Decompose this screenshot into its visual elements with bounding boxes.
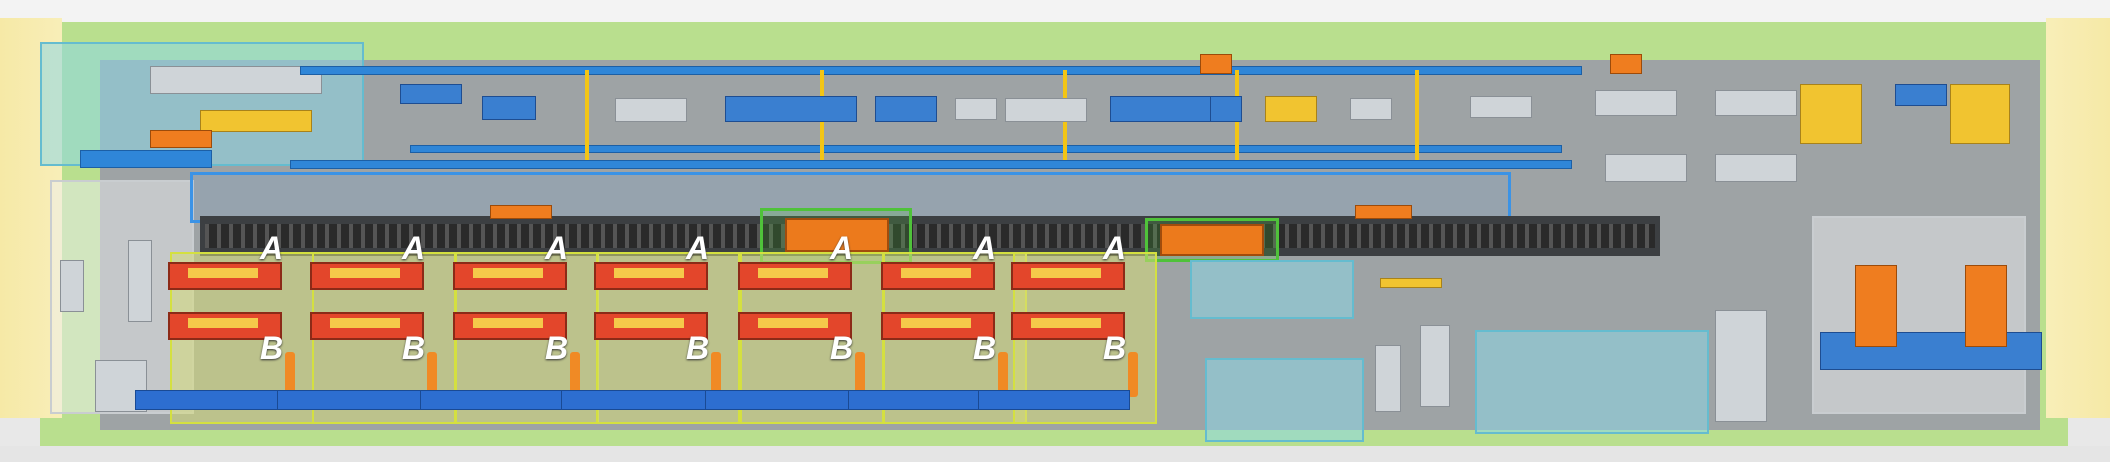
part-feeder-machine xyxy=(150,66,322,94)
welding-station xyxy=(1595,90,1677,116)
overhead-conveyor-middle xyxy=(410,145,1562,153)
fixture-machine xyxy=(1470,96,1532,118)
station-label-b: B xyxy=(686,330,710,366)
fixture-b-core xyxy=(758,318,828,328)
glass-enclosure xyxy=(1205,358,1364,442)
fixture-machine xyxy=(1420,325,1450,407)
transfer-cart xyxy=(1160,224,1264,256)
cell-base-plate xyxy=(135,390,287,410)
fixture-b-core xyxy=(188,318,258,328)
welding-robot xyxy=(998,352,1008,397)
fixture-b-core xyxy=(901,318,971,328)
fixture-machine xyxy=(1375,345,1401,412)
cell-base-plate xyxy=(705,390,857,410)
transfer-unit xyxy=(1380,278,1442,288)
fixture-machine xyxy=(1005,98,1087,122)
fixture-b xyxy=(453,312,567,340)
overhead-conveyor-upper xyxy=(300,66,1582,75)
rail-ties xyxy=(205,224,1655,248)
conveyor-machine xyxy=(1895,84,1947,106)
station-label-a: A xyxy=(686,230,710,266)
entry-conveyor xyxy=(80,150,212,168)
fixture-a xyxy=(453,262,567,290)
fixture-b xyxy=(594,312,708,340)
conveyor-machine xyxy=(400,84,462,104)
fixture-a-core xyxy=(330,268,400,278)
welding-station xyxy=(1715,154,1797,182)
station-label-b: B xyxy=(830,330,854,366)
fixture-machine xyxy=(615,98,687,122)
overhead-gantry-frame xyxy=(190,172,1511,223)
orange-cart xyxy=(150,130,212,148)
overhead-conveyor-lower xyxy=(290,160,1572,169)
support-column xyxy=(585,70,589,160)
support-column xyxy=(1415,70,1419,160)
fixture-a-core xyxy=(901,268,971,278)
control-cabinet xyxy=(128,240,152,322)
fixture-a-core xyxy=(188,268,258,278)
transfer-unit xyxy=(200,110,312,132)
station-label-a: A xyxy=(1103,230,1127,266)
cell-base-plate xyxy=(978,390,1130,410)
fixture-b xyxy=(310,312,424,340)
cell-base-plate xyxy=(420,390,572,410)
welding-robot xyxy=(1128,352,1138,397)
bottom-wall xyxy=(0,446,2110,462)
right-end-wall xyxy=(2046,18,2110,418)
glass-enclosure xyxy=(1475,330,1709,434)
station-label-a: A xyxy=(545,230,569,266)
conveyor-machine xyxy=(482,96,536,120)
station-label-b: B xyxy=(1103,330,1127,366)
welding-robot xyxy=(570,352,580,397)
parts-rack xyxy=(1350,98,1392,120)
conveyor-machine xyxy=(1210,96,1242,122)
glass-enclosure xyxy=(1190,260,1354,319)
welding-robot xyxy=(1855,265,1897,347)
station-label-a: A xyxy=(260,230,284,266)
fixture-b-core xyxy=(1031,318,1101,328)
yellow-fixture-cell xyxy=(1800,84,1862,144)
welding-robot xyxy=(855,352,865,397)
fixture-a-core xyxy=(473,268,543,278)
fixture-b-core xyxy=(330,318,400,328)
welding-robot xyxy=(427,352,437,397)
conveyor-machine xyxy=(875,96,937,122)
welding-station xyxy=(1605,154,1687,182)
control-cabinet xyxy=(60,260,84,312)
conveyor-machine xyxy=(725,96,857,122)
fixture-a xyxy=(1011,262,1125,290)
welding-robot xyxy=(711,352,721,397)
press-machine xyxy=(1715,310,1767,422)
turntable-base xyxy=(1820,332,2042,370)
station-label-a: A xyxy=(830,230,854,266)
station-label-b: B xyxy=(260,330,284,366)
top-wall xyxy=(0,0,2110,22)
transfer-cart xyxy=(785,218,889,252)
control-panel xyxy=(1610,54,1642,74)
fixture-a-core xyxy=(758,268,828,278)
orange-cart xyxy=(1355,205,1412,219)
fixture-a-core xyxy=(1031,268,1101,278)
station-label-b: B xyxy=(402,330,426,366)
welding-robot xyxy=(285,352,295,397)
cell-base-plate xyxy=(561,390,713,410)
station-label-a: A xyxy=(973,230,997,266)
cell-base-plate xyxy=(277,390,429,410)
welding-station xyxy=(1715,90,1797,116)
station-label-b: B xyxy=(545,330,569,366)
parts-rack xyxy=(955,98,997,120)
orange-cart xyxy=(490,205,552,219)
yellow-fixture-cell xyxy=(1950,84,2010,144)
fixture-b-core xyxy=(473,318,543,328)
transfer-unit xyxy=(1265,96,1317,122)
fixture-a-core xyxy=(614,268,684,278)
welding-robot xyxy=(1965,265,2007,347)
fixture-b-core xyxy=(614,318,684,328)
station-label-a: A xyxy=(402,230,426,266)
control-panel xyxy=(1200,54,1232,74)
station-label-b: B xyxy=(973,330,997,366)
